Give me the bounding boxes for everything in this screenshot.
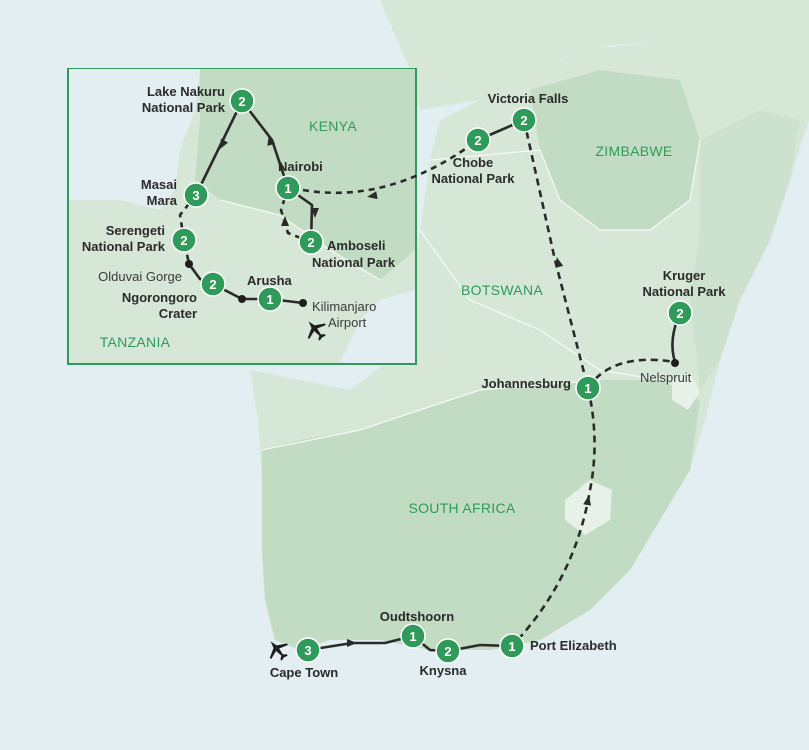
badge-serengeti: 2 bbox=[171, 227, 197, 253]
label-nairobi: Nairobi bbox=[278, 159, 323, 174]
route-arrow-icon bbox=[583, 495, 592, 506]
label-cape-town: Cape Town bbox=[270, 665, 338, 680]
svg-text:3: 3 bbox=[304, 643, 311, 658]
badge-lake-nakuru: 2 bbox=[229, 88, 255, 114]
badge-chobe: 2 bbox=[465, 127, 491, 153]
svg-text:1: 1 bbox=[409, 629, 416, 644]
svg-text:3: 3 bbox=[192, 188, 199, 203]
land-eswatini bbox=[672, 372, 700, 410]
route-arrow-icon bbox=[311, 208, 319, 218]
badge-arusha: 1 bbox=[257, 286, 283, 312]
dot-kilimanjaro bbox=[299, 299, 307, 307]
label-victoria-falls: Victoria Falls bbox=[488, 91, 569, 106]
place-labels: Lake Nakuru National Park Masai Mara Ser… bbox=[82, 84, 726, 680]
route-ngorongoro-kilimanjaro bbox=[212, 282, 304, 305]
land bbox=[0, 0, 809, 650]
label-masai-mara-2: Mara bbox=[147, 193, 178, 208]
label-lake-nakuru-1: Lake Nakuru bbox=[147, 84, 225, 99]
label-serengeti-1: Serengeti bbox=[106, 223, 165, 238]
label-oudtshoorn: Oudtshoorn bbox=[380, 609, 454, 624]
land-north bbox=[0, 0, 809, 110]
svg-text:1: 1 bbox=[508, 639, 515, 654]
label-amboseli-2: National Park bbox=[312, 255, 396, 270]
label-lake-nakuru-2: National Park bbox=[142, 100, 226, 115]
dot-nelspruit bbox=[671, 359, 679, 367]
label-serengeti-2: National Park bbox=[82, 239, 166, 254]
route-nakuru-mara bbox=[194, 100, 244, 196]
badge-johannesburg: 1 bbox=[575, 375, 601, 401]
label-kruger-1: Kruger bbox=[663, 268, 706, 283]
route-arrow-icon bbox=[555, 257, 564, 268]
country-label-zimbabwe: ZIMBABWE bbox=[595, 143, 672, 159]
svg-text:1: 1 bbox=[266, 292, 273, 307]
svg-text:2: 2 bbox=[209, 277, 216, 292]
badge-amboseli: 2 bbox=[298, 229, 324, 255]
badge-ngorongoro: 2 bbox=[200, 271, 226, 297]
label-chobe-1: Chobe bbox=[453, 155, 493, 170]
land-kenya bbox=[195, 69, 415, 280]
inset-ocean bbox=[340, 290, 415, 363]
label-knysna: Knysna bbox=[420, 663, 468, 678]
country-label-south-africa: SOUTH AFRICA bbox=[408, 500, 515, 516]
route-victoria-johannesburg bbox=[522, 119, 590, 389]
label-amboseli-1: Amboseli bbox=[327, 238, 386, 253]
label-olduvai: Olduvai Gorge bbox=[98, 269, 182, 284]
inset-east-africa bbox=[67, 68, 417, 365]
label-port-elizabeth: Port Elizabeth bbox=[530, 638, 617, 653]
svg-text:2: 2 bbox=[238, 94, 245, 109]
svg-text:1: 1 bbox=[584, 381, 591, 396]
route-arrows bbox=[219, 135, 592, 647]
country-label-kenya: KENYA bbox=[309, 118, 357, 134]
route-johannesburg-nelspruit bbox=[586, 358, 676, 389]
svg-text:2: 2 bbox=[444, 644, 451, 659]
lake-victoria bbox=[69, 69, 200, 210]
badge-victoria-falls: 2 bbox=[511, 107, 537, 133]
svg-text:2: 2 bbox=[474, 133, 481, 148]
badge-masai-mara: 3 bbox=[183, 182, 209, 208]
land-lesotho bbox=[565, 480, 612, 535]
label-nelspruit: Nelspruit bbox=[640, 370, 692, 385]
svg-text:1: 1 bbox=[284, 181, 291, 196]
badge-kruger: 2 bbox=[667, 300, 693, 326]
waypoint-dots bbox=[185, 260, 679, 367]
badge-nairobi: 1 bbox=[275, 175, 301, 201]
country-label-tanzania: TANZANIA bbox=[100, 334, 171, 350]
badge-oudtshoorn: 1 bbox=[400, 623, 426, 649]
svg-text:2: 2 bbox=[676, 306, 683, 321]
svg-text:2: 2 bbox=[307, 235, 314, 250]
route-arrow-icon bbox=[281, 216, 289, 226]
badge-port-elizabeth: 1 bbox=[499, 633, 525, 659]
svg-text:2: 2 bbox=[520, 113, 527, 128]
dot-olduvai bbox=[185, 260, 193, 268]
route-arrow-icon bbox=[219, 138, 228, 150]
label-masai-mara-1: Masai bbox=[141, 177, 177, 192]
label-kilimanjaro-2: Airport bbox=[328, 315, 367, 330]
route-arrow-icon bbox=[267, 135, 276, 146]
label-kruger-2: National Park bbox=[642, 284, 726, 299]
label-kilimanjaro-1: Kilimanjaro bbox=[312, 299, 376, 314]
label-ngorongoro-1: Ngorongoro bbox=[122, 290, 197, 305]
badges: 2 3 2 2 1 1 2 2 2 2 1 1 2 1 3 bbox=[171, 88, 693, 664]
label-chobe-2: National Park bbox=[431, 171, 515, 186]
route-arrow-icon bbox=[347, 639, 357, 647]
route-cape-town-oudtshoorn bbox=[307, 634, 414, 652]
country-label-botswana: BOTSWANA bbox=[461, 282, 543, 298]
label-arusha: Arusha bbox=[247, 273, 293, 288]
route-nairobi-chobe bbox=[302, 138, 479, 195]
badge-cape-town: 3 bbox=[295, 637, 321, 663]
land-mozambique bbox=[690, 110, 800, 390]
svg-text:2: 2 bbox=[180, 233, 187, 248]
badge-knysna: 2 bbox=[435, 638, 461, 664]
land-zimbabwe bbox=[530, 70, 700, 230]
land-south-africa bbox=[262, 380, 700, 650]
label-ngorongoro-2: Crater bbox=[159, 306, 197, 321]
label-johannesburg: Johannesburg bbox=[481, 376, 571, 391]
route-arrow-icon bbox=[367, 191, 378, 200]
dot-arusha-junction bbox=[238, 295, 246, 303]
